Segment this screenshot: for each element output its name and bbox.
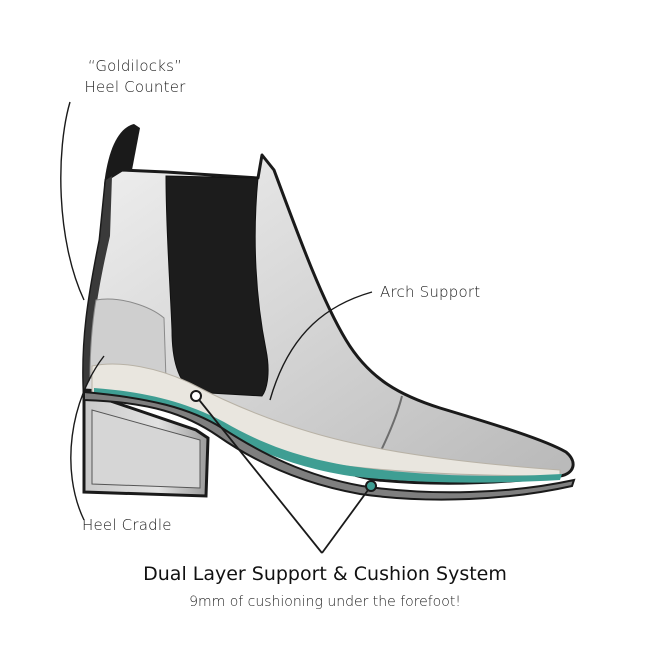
support-marker	[365, 480, 377, 492]
support-layer	[94, 388, 562, 483]
elastic-gore	[165, 175, 269, 397]
dual-layer-callout-line-right	[321, 485, 372, 554]
heel-counter-label-line-2: Heel Counter	[84, 78, 186, 96]
arch-support-label: Arch Support	[380, 283, 481, 301]
caption-subtitle: 9mm of cushioning under the forefoot!	[189, 594, 461, 610]
dual-layer-callout-line-left	[195, 395, 323, 554]
heel-counter-callout-line	[60, 101, 85, 301]
heel-cradle-callout-line	[70, 355, 105, 521]
cushion-marker	[190, 390, 202, 402]
arch-support-callout-line	[269, 291, 373, 401]
heel-block-face	[91, 409, 201, 489]
caption-title: Dual Layer Support & Cushion System	[143, 563, 507, 585]
heel-counter-label-line-1: “Goldilocks”	[87, 57, 183, 75]
heel-counter-band	[83, 176, 112, 390]
heel-counter-label: “Goldilocks” Heel Counter	[70, 56, 200, 98]
heel-cradle-label: Heel Cradle	[82, 516, 172, 534]
